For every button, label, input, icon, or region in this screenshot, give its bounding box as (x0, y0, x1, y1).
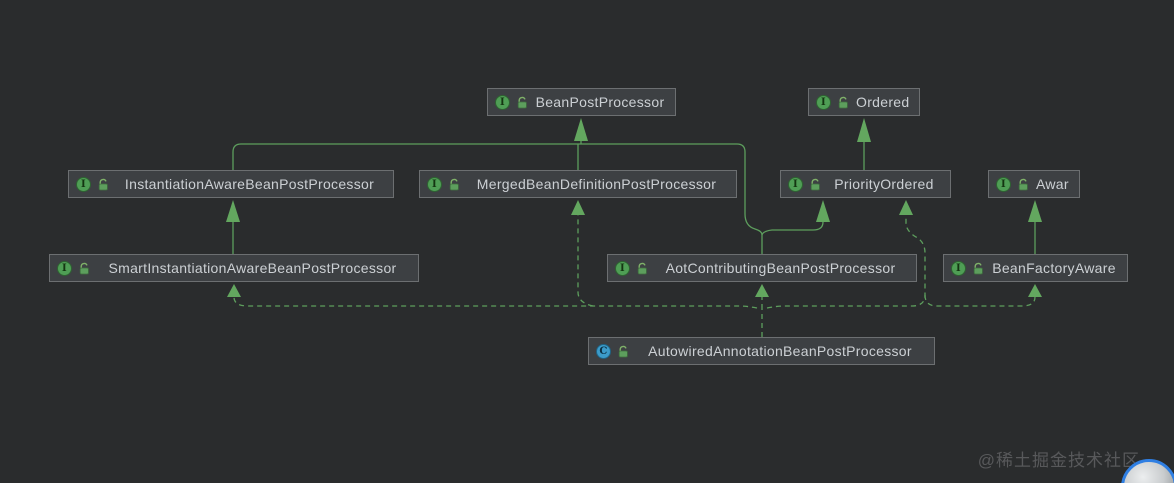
class-icon: C (596, 343, 611, 359)
arrow-into-beanpostprocessor (574, 118, 588, 141)
edge-autowired-to-priorityordered (766, 214, 926, 309)
node-label: AotContributingBeanPostProcessor (665, 260, 896, 276)
node-aot-contributing-bean-post-processor[interactable]: I AotContributingBeanPostProcessor (607, 254, 917, 282)
interface-icon: I (996, 176, 1011, 192)
public-lock-icon (517, 96, 528, 109)
node-autowired-annotation-bean-post-processor[interactable]: C AutowiredAnnotationBeanPostProcessor (588, 337, 935, 365)
arrow-into-ordered (857, 118, 871, 142)
node-aware[interactable]: I Aware (988, 170, 1080, 198)
node-label: BeanFactoryAware (992, 260, 1116, 276)
node-ordered[interactable]: I Ordered (808, 88, 920, 116)
interface-icon: I (788, 176, 803, 192)
arrow-into-instantiationaware (226, 200, 240, 222)
edge-aotcontributing-to-priorityordered (761, 221, 824, 236)
public-lock-icon (637, 262, 648, 275)
arrow-into-mergedbean (571, 200, 585, 215)
node-label: AutowiredAnnotationBeanPostProcessor (648, 343, 912, 359)
interface-icon: I (816, 94, 831, 110)
public-lock-icon (838, 96, 849, 109)
public-lock-icon (98, 178, 109, 191)
interface-icon: I (427, 176, 442, 192)
node-instantiation-aware-bean-post-processor[interactable]: I InstantiationAwareBeanPostProcessor (68, 170, 394, 198)
node-priority-ordered[interactable]: I PriorityOrdered (780, 170, 951, 198)
arrow-into-priorityordered-left (816, 200, 830, 222)
arrow-into-smartinstantiation (227, 284, 241, 297)
node-merged-bean-definition-post-processor[interactable]: I MergedBeanDefinitionPostProcessor (419, 170, 737, 198)
node-label: PriorityOrdered (834, 176, 934, 192)
arrow-into-beanfactoryaware (1028, 284, 1042, 297)
arrow-into-aware (1028, 200, 1042, 222)
interface-icon: I (495, 94, 510, 110)
arrow-into-priorityordered-right (899, 200, 913, 215)
edge-autowired-to-smartinstantiation (233, 296, 758, 309)
edge-autowired-to-beanfactoryaware (924, 294, 1036, 307)
interface-icon: I (76, 176, 91, 192)
interface-icon: I (57, 260, 72, 276)
watermark-text: @稀土掘金技术社区 (977, 451, 1140, 470)
node-label: SmartInstantiationAwareBeanPostProcessor (108, 260, 397, 276)
public-lock-icon (973, 262, 984, 275)
node-label: BeanPostProcessor (535, 94, 665, 110)
node-smart-instantiation-aware-bean-post-processor[interactable]: I SmartInstantiationAwareBeanPostProcesso… (49, 254, 419, 282)
node-bean-post-processor[interactable]: I BeanPostProcessor (487, 88, 676, 116)
edge-inheritance-bus-to-beanpostprocessor (232, 143, 763, 254)
node-label: MergedBeanDefinitionPostProcessor (476, 176, 717, 192)
public-lock-icon (1018, 178, 1029, 191)
node-label: Ordered (856, 94, 909, 110)
public-lock-icon (618, 345, 629, 358)
public-lock-icon (449, 178, 460, 191)
public-lock-icon (79, 262, 90, 275)
node-bean-factory-aware[interactable]: I BeanFactoryAware (943, 254, 1128, 282)
node-label: Aware (1036, 176, 1069, 192)
arrow-into-aotcontributing (755, 284, 769, 297)
public-lock-icon (810, 178, 821, 191)
edge-autowired-to-mergedbean (577, 214, 594, 307)
interface-icon: I (951, 260, 966, 276)
interface-icon: I (615, 260, 630, 276)
node-label: InstantiationAwareBeanPostProcessor (124, 176, 375, 192)
